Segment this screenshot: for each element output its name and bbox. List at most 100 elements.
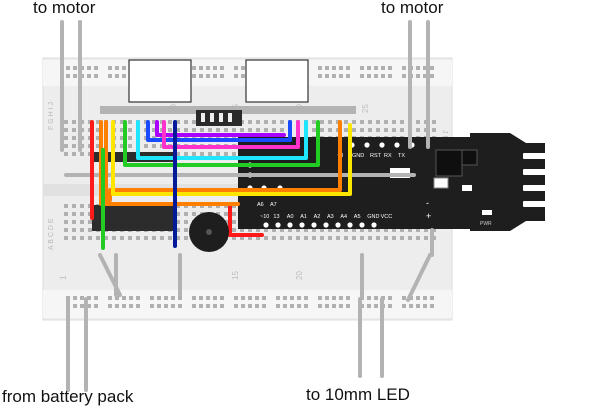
breadboard-hole — [400, 120, 404, 124]
breadboard-hole — [176, 152, 180, 156]
breadboard-hole — [64, 204, 68, 208]
breadboard-hole — [280, 236, 284, 240]
breadboard-hole — [220, 74, 224, 78]
breadboard-hole — [171, 304, 175, 308]
breadboard-hole — [276, 296, 280, 300]
resistor-1 — [462, 185, 472, 191]
breadboard-hole — [128, 120, 132, 124]
breadboard-hole — [376, 120, 380, 124]
colored-wires — [90, 120, 352, 250]
breadboard-hole — [255, 304, 259, 308]
breadboard-hole — [240, 228, 244, 232]
breadboard-hole — [164, 304, 168, 308]
breadboard-hole — [120, 120, 124, 124]
breadboard-hole — [232, 212, 236, 216]
breadboard-hole — [176, 236, 180, 240]
bottom-pin-label: GND — [367, 214, 379, 220]
wire-blue — [146, 120, 292, 142]
breadboard-hole — [164, 296, 168, 300]
breadboard-hole — [184, 236, 188, 240]
breadboard-hole — [80, 220, 84, 224]
breadboard-hole — [374, 66, 378, 70]
breadboard-hole — [206, 304, 210, 308]
breadboard-hole — [96, 120, 100, 124]
breadboard-hole — [352, 236, 356, 240]
breadboard-hole — [241, 296, 245, 300]
breadboard-hole — [232, 128, 236, 132]
breadboard-hole — [416, 304, 420, 308]
breadboard-hole — [344, 120, 348, 124]
breadboard-hole — [388, 304, 392, 308]
breadboard-hole — [176, 212, 180, 216]
breadboard-hole — [96, 136, 100, 140]
breadboard-hole — [168, 128, 172, 132]
breadboard-hole — [234, 296, 238, 300]
breadboard-hole — [248, 228, 252, 232]
breadboard-hole — [424, 228, 428, 232]
breadboard-hole — [122, 304, 126, 308]
breadboard-hole — [402, 304, 406, 308]
breadboard-hole — [272, 120, 276, 124]
breadboard-hole — [232, 152, 236, 156]
breadboard-hole — [408, 236, 412, 240]
breadboard-hole — [430, 66, 434, 70]
header-pins — [92, 152, 176, 231]
breadboard-hole — [115, 74, 119, 78]
breadboard-hole — [262, 304, 266, 308]
board-pin — [287, 222, 293, 228]
label-to-led: to 10mm LED — [306, 385, 410, 404]
breadboard-hole — [199, 66, 203, 70]
breadboard-hole — [264, 236, 268, 240]
usb-contact-3 — [523, 185, 558, 191]
wire-magenta — [162, 120, 300, 149]
breadboard-hole — [332, 74, 336, 78]
bottom-pin-label: A1 — [300, 214, 307, 220]
breadboard-hole — [262, 296, 266, 300]
breadboard-hole — [416, 120, 420, 124]
breadboard-hole — [108, 66, 112, 70]
breadboard-hole — [392, 228, 396, 232]
breadboard-hole — [192, 296, 196, 300]
wire-yellow — [111, 120, 352, 196]
pin-gnd-label: GND — [352, 153, 364, 159]
breadboard-hole — [192, 304, 196, 308]
breadboard-hole — [374, 74, 378, 78]
breadboard-hole — [87, 66, 91, 70]
breadboard-hole — [320, 236, 324, 240]
breadboard-hole — [80, 236, 84, 240]
breadboard-hole — [192, 128, 196, 132]
pin-tx-label: TX — [398, 153, 405, 159]
breadboard-hole — [256, 236, 260, 240]
breadboard-hole — [73, 296, 77, 300]
breadboard-hole — [64, 228, 68, 232]
breadboard-hole — [255, 296, 259, 300]
breadboard-hole — [280, 128, 284, 132]
breadboard-hole — [424, 236, 428, 240]
breadboard-hole — [200, 152, 204, 156]
breadboard-hole — [304, 228, 308, 232]
breadboard-hole — [272, 128, 276, 132]
breadboard-hole — [80, 304, 84, 308]
breadboard-hole — [367, 66, 371, 70]
breadboard-hole — [216, 152, 220, 156]
breadboard-hole — [402, 74, 406, 78]
breadboard-hole — [64, 236, 68, 240]
breadboard-hole — [290, 304, 294, 308]
pwr-label: PWR — [480, 221, 492, 227]
breadboard-hole — [64, 128, 68, 132]
breadboard-hole — [318, 66, 322, 70]
breadboard-hole — [213, 66, 217, 70]
breadboard-hole — [72, 120, 76, 124]
breadboard-hole — [64, 120, 68, 124]
breadboard-hole — [384, 120, 388, 124]
breadboard-hole — [72, 236, 76, 240]
small-chip — [196, 110, 242, 126]
breadboard-hole — [240, 128, 244, 132]
breadboard-hole — [402, 66, 406, 70]
breadboard-hole — [72, 152, 76, 156]
breadboard-hole — [376, 128, 380, 132]
breadboard-hole — [339, 66, 343, 70]
breadboard-hole — [325, 74, 329, 78]
